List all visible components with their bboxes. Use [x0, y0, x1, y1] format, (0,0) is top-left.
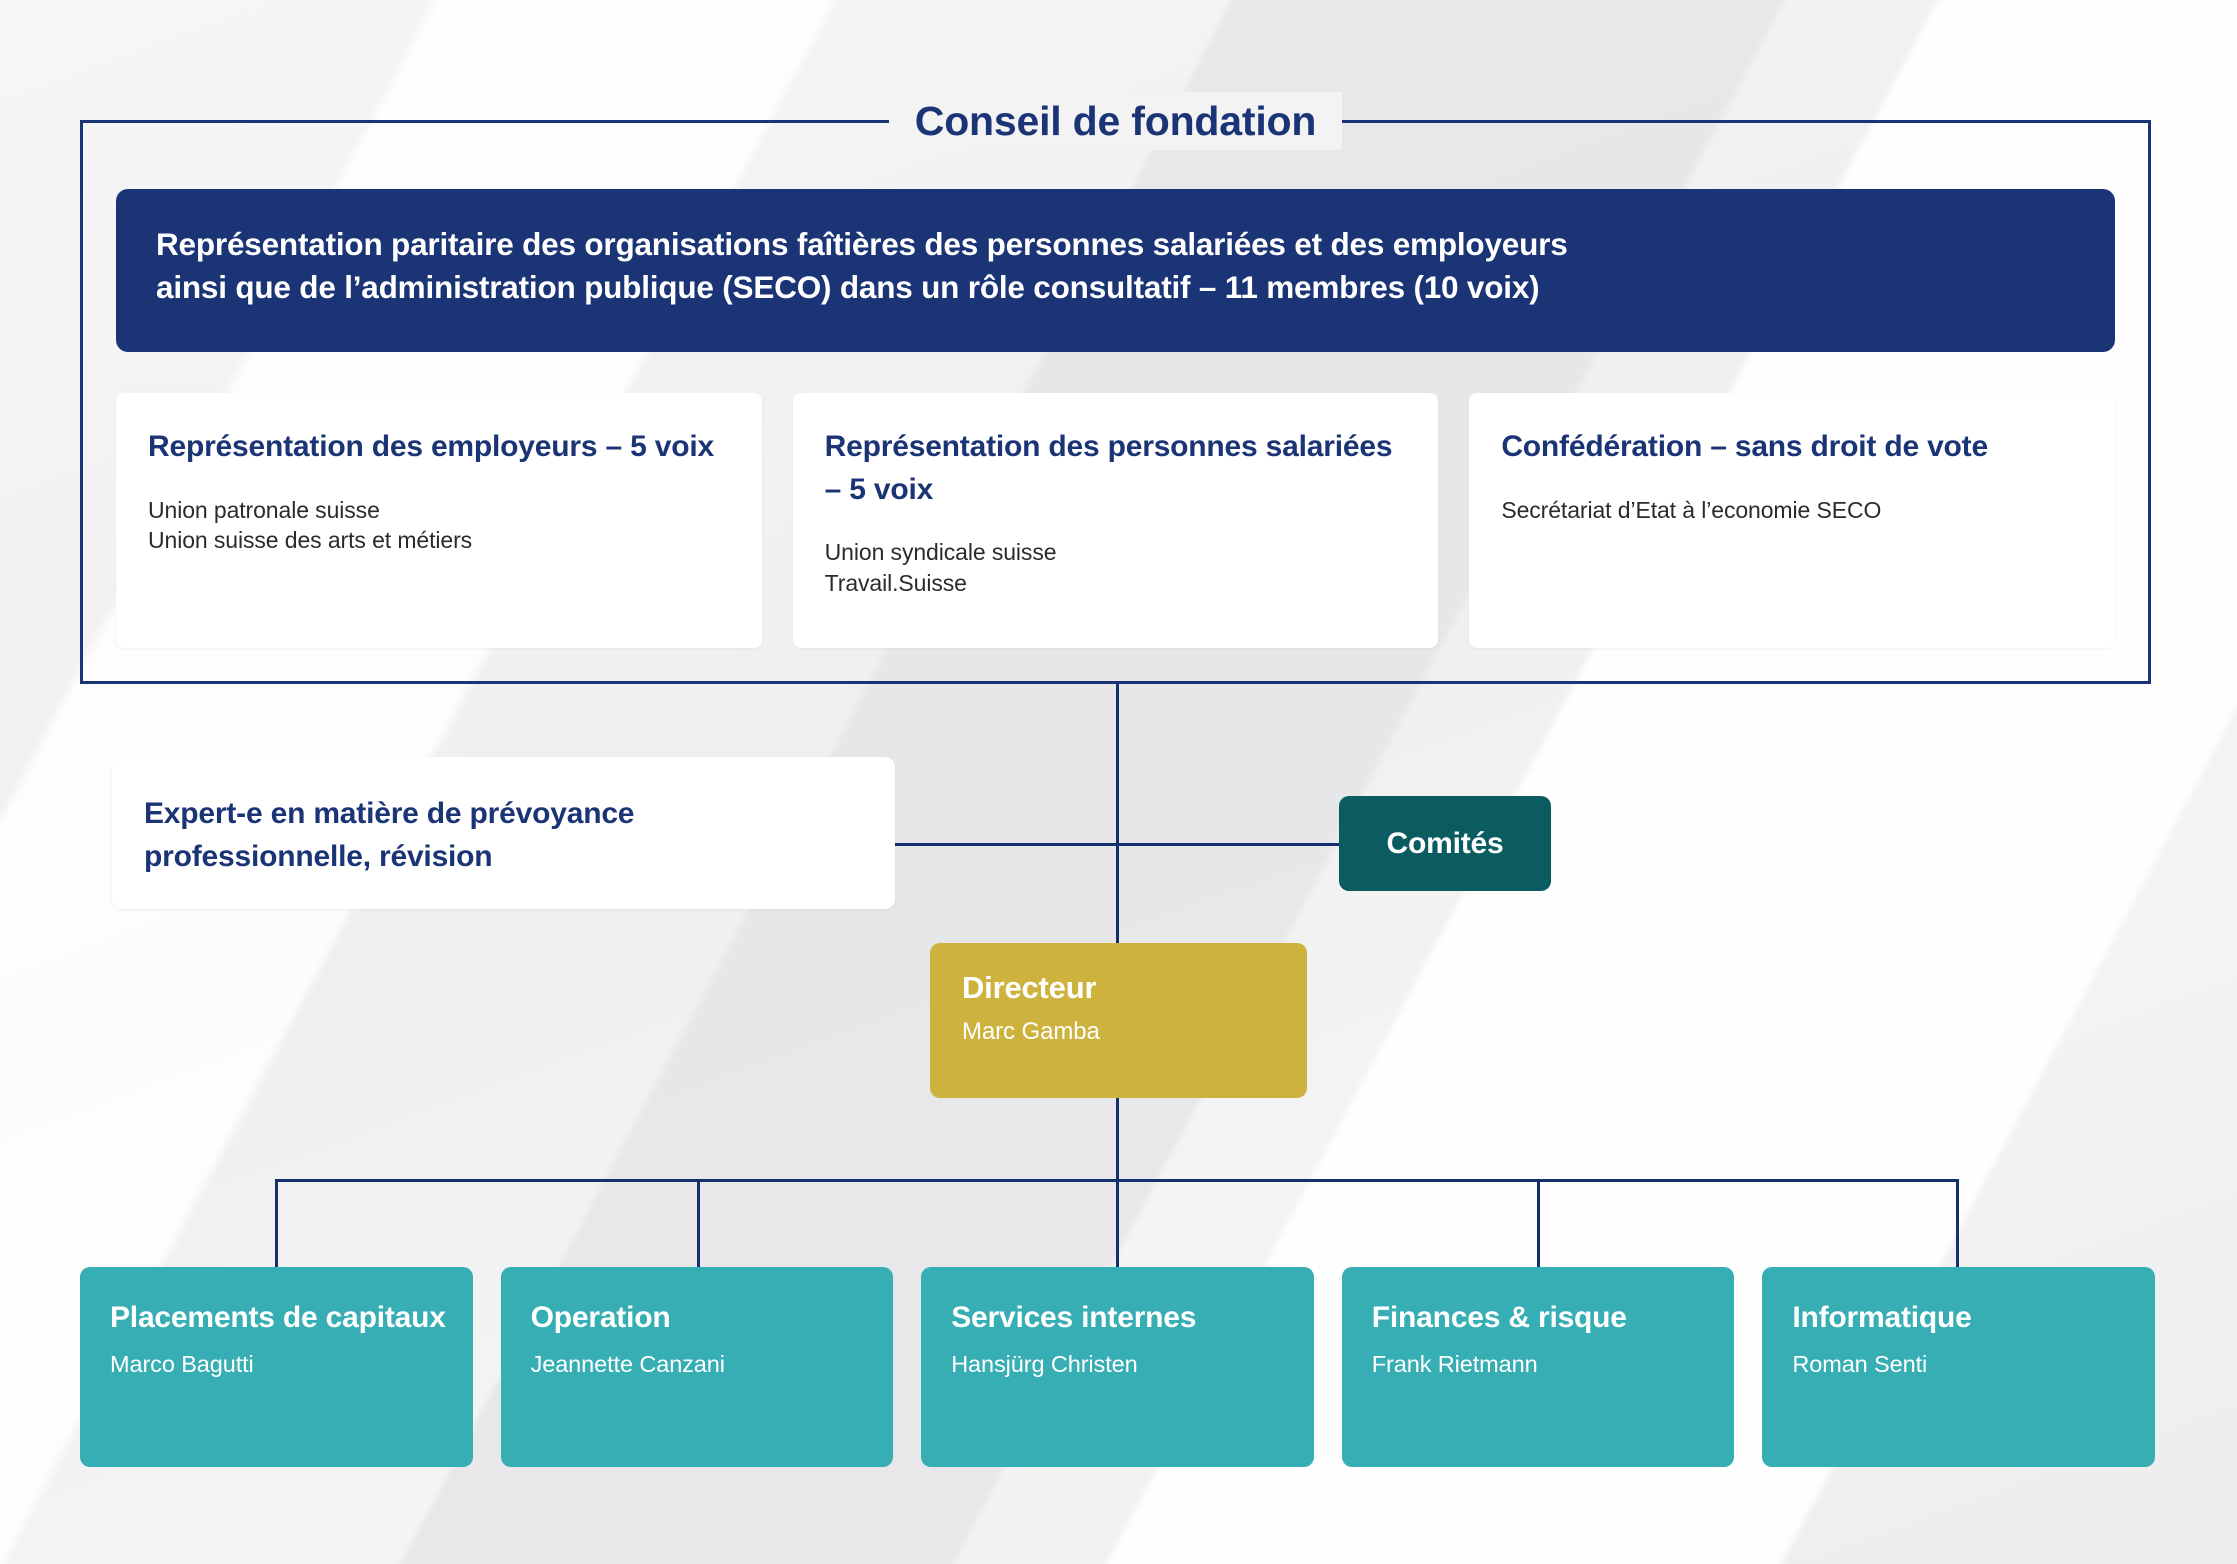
comites-label: Comités	[1386, 826, 1504, 860]
connector-drop-operation	[697, 1179, 700, 1269]
directeur-box[interactable]: Directeur Marc Gamba	[930, 943, 1307, 1098]
banner-line-1: Représentation paritaire des organisatio…	[156, 226, 1568, 262]
card-salaries-member-2: Travail.Suisse	[824, 569, 967, 596]
directeur-role: Directeur	[962, 970, 1097, 1005]
dept-services-internes-role: Services internes	[951, 1301, 1197, 1334]
connector-drop-services-internes	[1116, 1179, 1119, 1269]
dept-placements-person: Marco Bagutti	[110, 1351, 254, 1378]
dept-informatique[interactable]: Informatique Roman Senti	[1762, 1267, 2155, 1467]
connector-drop-informatique	[1956, 1179, 1959, 1269]
directeur-person: Marc Gamba	[962, 1018, 1100, 1046]
card-confederation-heading: Confédération – sans droit de vote	[1501, 430, 1988, 463]
card-employeurs: Représentation des employeurs – 5 voix U…	[116, 393, 762, 648]
comites-box[interactable]: Comités	[1339, 796, 1551, 891]
card-confederation: Confédération – sans droit de vote Secré…	[1469, 393, 2116, 648]
department-row: Placements de capitaux Marco Bagutti Ope…	[80, 1267, 2155, 1467]
card-confederation-member-1: Secrétariat d’Etat à l’economie SECO	[1501, 496, 1882, 523]
banner-line-2: ainsi que de l’administration publique (…	[156, 269, 1540, 306]
connector-drop-finances-risque	[1537, 1179, 1540, 1269]
connector-directeur-to-bus	[1116, 1097, 1119, 1182]
dept-finances-risque-person: Frank Rietmann	[1371, 1351, 1538, 1378]
dept-informatique-role: Informatique	[1792, 1301, 1972, 1334]
connector-conseil-to-expert	[1116, 684, 1119, 846]
card-salaries-member-1: Union syndicale suisse	[824, 539, 1057, 566]
dept-services-internes-person: Hansjürg Christen	[951, 1351, 1138, 1378]
expert-line-1: Expert-e en matière de prévoyance	[144, 797, 635, 830]
dept-operation-role: Operation	[530, 1301, 671, 1334]
dept-placements-role: Placements de capitaux	[110, 1301, 446, 1334]
dept-services-internes[interactable]: Services internes Hansjürg Christen	[921, 1267, 1314, 1467]
card-salaries-heading: Représentation des personnes salariées –…	[824, 430, 1393, 506]
expert-prevoyance-box: Expert-e en matière de prévoyance profes…	[112, 757, 895, 909]
card-employeurs-member-1: Union patronale suisse	[148, 496, 380, 523]
card-employeurs-member-2: Union suisse des arts et métiers	[148, 527, 473, 554]
card-salaries: Représentation des personnes salariées –…	[792, 393, 1439, 648]
dept-operation[interactable]: Operation Jeannette Canzani	[500, 1267, 894, 1467]
card-employeurs-heading: Représentation des employeurs – 5 voix	[148, 430, 714, 463]
connector-expert-to-directeur	[1116, 843, 1119, 944]
representation-cards: Représentation des employeurs – 5 voix U…	[116, 393, 2116, 648]
connector-drop-placements	[275, 1179, 278, 1269]
paritaire-banner: Représentation paritaire des organisatio…	[116, 189, 2115, 352]
dept-operation-person: Jeannette Canzani	[530, 1351, 725, 1378]
dept-finances-risque-role: Finances & risque	[1371, 1301, 1627, 1334]
expert-line-2: professionnelle, révision	[144, 839, 493, 873]
dept-placements-de-capitaux[interactable]: Placements de capitaux Marco Bagutti	[80, 1267, 473, 1467]
dept-finances-risque[interactable]: Finances & risque Frank Rietmann	[1341, 1267, 1735, 1467]
dept-informatique-person: Roman Senti	[1792, 1351, 1928, 1378]
